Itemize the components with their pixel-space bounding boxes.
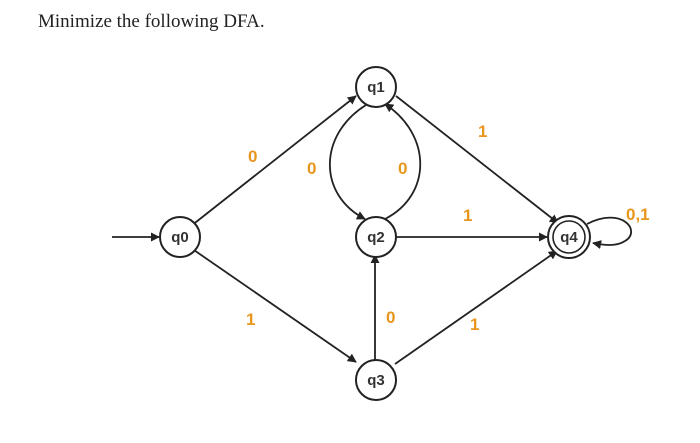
label-q1-q4: 1 bbox=[478, 122, 487, 141]
label-q4-q4: 0,1 bbox=[626, 205, 650, 224]
question-text: Minimize the following DFA. bbox=[38, 11, 265, 32]
label-q0-q3: 1 bbox=[246, 310, 255, 329]
state-q3: q3 bbox=[355, 359, 397, 401]
edge-q1-q2 bbox=[328, 104, 367, 220]
state-q0-label: q0 bbox=[171, 229, 189, 246]
edge-q0-q3 bbox=[190, 247, 357, 363]
edge-q3-q4 bbox=[394, 250, 558, 365]
state-q4-label: q4 bbox=[560, 229, 578, 246]
label-q3-q2: 0 bbox=[386, 308, 395, 327]
edge-q2-q1 bbox=[384, 103, 422, 220]
state-q2-label: q2 bbox=[367, 229, 385, 246]
state-q3-label: q3 bbox=[367, 372, 385, 389]
edge-q4-q4-self-loop bbox=[586, 216, 632, 250]
label-q1-q2: 0 bbox=[307, 159, 316, 178]
state-q0: q0 bbox=[159, 216, 201, 258]
edge-q1-q4 bbox=[395, 95, 559, 224]
edge-q0-q1 bbox=[190, 95, 357, 227]
label-q2-q1: 0 bbox=[398, 159, 407, 178]
label-q3-q4: 1 bbox=[470, 315, 479, 334]
state-q1-label: q1 bbox=[367, 79, 385, 96]
state-q1: q1 bbox=[355, 66, 397, 108]
state-q2: q2 bbox=[355, 216, 397, 258]
state-q4-accepting: q4 bbox=[547, 215, 591, 259]
label-q0-q1: 0 bbox=[248, 147, 257, 166]
label-q2-q4: 1 bbox=[463, 206, 472, 225]
